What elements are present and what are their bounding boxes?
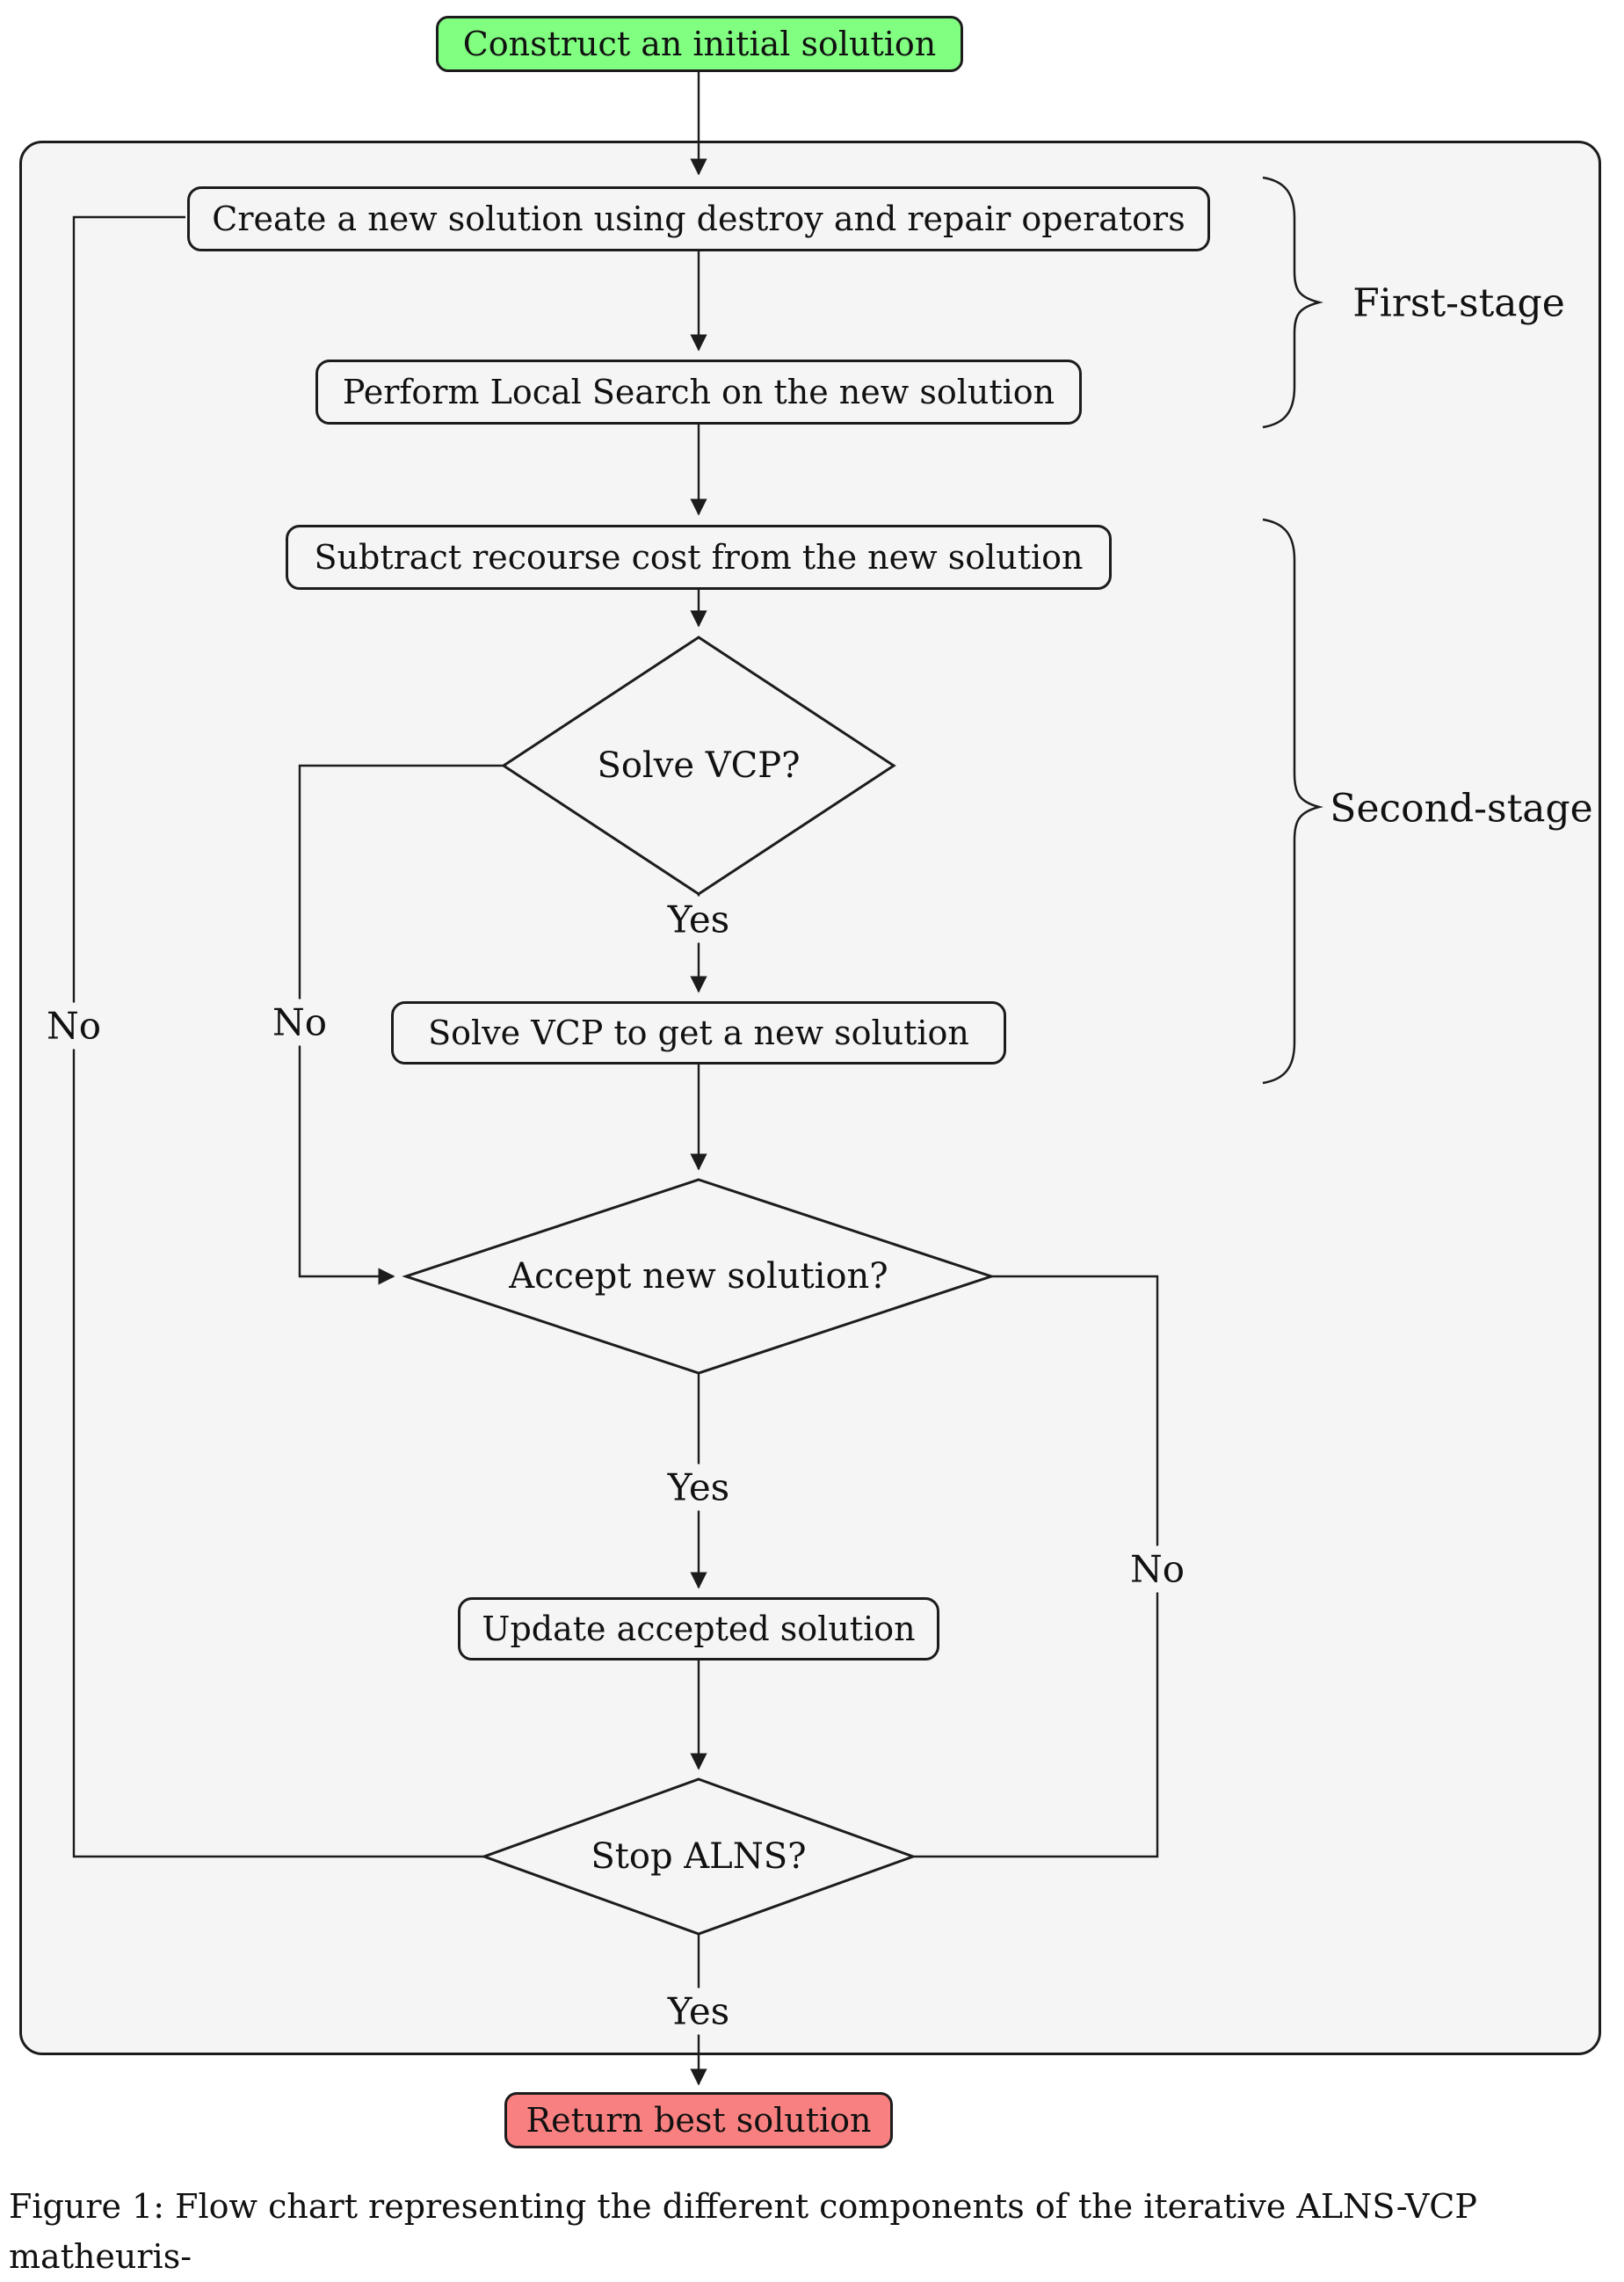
node-subtract-recourse: Subtract recourse cost from the new solu… bbox=[286, 525, 1112, 590]
stage-label-first: First-stage bbox=[1352, 280, 1565, 326]
edge-label-yes-solve-vcp: Yes bbox=[658, 896, 739, 943]
brace-first-stage bbox=[1262, 176, 1323, 429]
node-create-solution: Create a new solution using destroy and … bbox=[187, 186, 1210, 251]
node-solve-vcp-get: Solve VCP to get a new solution bbox=[391, 1001, 1006, 1065]
figure-caption-line1: Figure 1: Flow chart representing the di… bbox=[9, 2187, 1477, 2276]
edge-label-no-solve-vcp: No bbox=[263, 999, 337, 1046]
edge-label-yes-stop: Yes bbox=[658, 1988, 739, 2035]
node-subtract-recourse-label: Subtract recourse cost from the new solu… bbox=[314, 538, 1084, 577]
node-local-search-label: Perform Local Search on the new solution bbox=[342, 373, 1055, 411]
decision-stop-alns-shape bbox=[480, 1777, 917, 1936]
figure-caption: Figure 1: Flow chart representing the di… bbox=[9, 2182, 1619, 2282]
decision-stop-alns-label: Stop ALNS? bbox=[591, 1836, 807, 1877]
decision-solve-vcp-label: Solve VCP? bbox=[597, 745, 801, 786]
flowchart-container bbox=[19, 141, 1601, 2055]
decision-accept-shape bbox=[402, 1178, 996, 1375]
stage-label-second: Second-stage bbox=[1330, 786, 1593, 832]
end-node-label: Return best solution bbox=[526, 2101, 872, 2140]
start-node: Construct an initial solution bbox=[436, 16, 963, 72]
decision-solve-vcp-shape bbox=[501, 636, 896, 896]
edge-label-yes-accept: Yes bbox=[658, 1464, 739, 1511]
node-create-solution-label: Create a new solution using destroy and … bbox=[212, 200, 1185, 238]
decision-accept-label: Accept new solution? bbox=[509, 1256, 888, 1297]
node-update-accepted: Update accepted solution bbox=[458, 1597, 939, 1661]
node-local-search: Perform Local Search on the new solution bbox=[315, 360, 1082, 425]
node-update-accepted-label: Update accepted solution bbox=[482, 1610, 916, 1648]
brace-second-stage bbox=[1262, 518, 1323, 1085]
start-node-label: Construct an initial solution bbox=[462, 25, 937, 63]
end-node: Return best solution bbox=[504, 2092, 893, 2148]
edge-label-no-accept: No bbox=[1120, 1545, 1194, 1593]
edge-label-no-stop: No bbox=[37, 1002, 111, 1050]
node-solve-vcp-get-label: Solve VCP to get a new solution bbox=[428, 1014, 969, 1052]
